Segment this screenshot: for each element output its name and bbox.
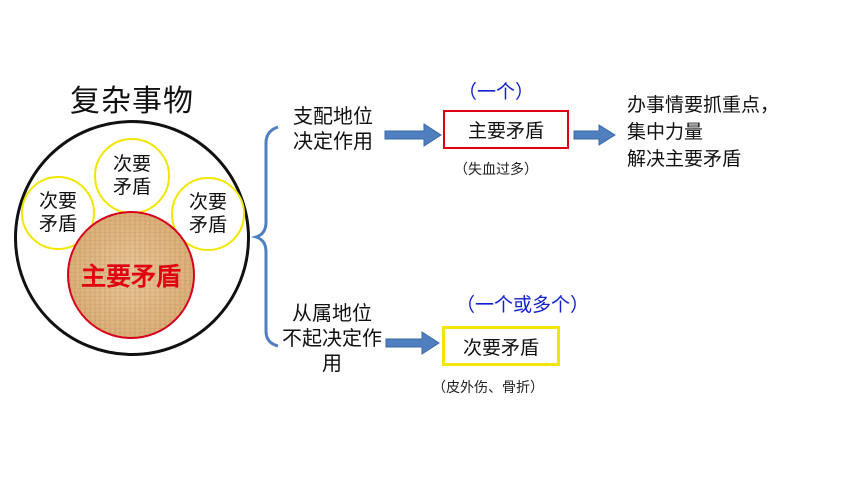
circle-text-line: 矛盾	[188, 214, 227, 236]
secondary-contradiction-box-label: 次要矛盾	[462, 336, 539, 359]
circle-text-line: 次要	[188, 191, 227, 213]
circle-text-line: 矛盾	[38, 213, 77, 235]
branch-label-line: 支配地位	[293, 104, 373, 128]
main-contradiction-circle: 主要矛盾	[67, 211, 195, 339]
right-arrow-icon	[384, 123, 442, 147]
brace-icon	[250, 125, 279, 348]
circle-text-line: 次要	[112, 153, 151, 175]
main-contradiction-label: 主要矛盾	[80, 262, 181, 291]
secondary-contradiction-example: （皮外伤、骨折）	[432, 380, 544, 396]
main-contradiction-box: 主要矛盾	[443, 110, 569, 149]
conclusion-line: 集中力量	[627, 121, 704, 143]
upper-branch-label: 支配地位 决定作用	[282, 104, 384, 154]
conclusion-line: 解决主要矛盾	[627, 148, 742, 170]
branch-label-line: 不起决定作	[282, 326, 382, 350]
main-contradiction-box-label: 主要矛盾	[467, 120, 544, 142]
circle-text-line: 次要	[38, 190, 77, 212]
secondary-contradiction-circle-top: 次要 矛盾	[94, 138, 170, 214]
main-count-note: （一个）	[458, 81, 535, 103]
right-arrow-icon	[573, 124, 616, 146]
right-arrow-icon	[385, 331, 440, 355]
lower-branch-label: 从属地位 不起决定作 用	[276, 301, 388, 376]
secondary-contradiction-box: 次要矛盾	[442, 326, 560, 366]
diagram-title: 复杂事物	[70, 84, 194, 119]
branch-label-line: 从属地位	[292, 301, 372, 325]
branch-label-line: 用	[322, 351, 342, 375]
main-contradiction-example: （失血过多）	[454, 162, 538, 178]
secondary-count-note: （一个或多个）	[456, 294, 590, 316]
branch-label-line: 决定作用	[293, 129, 373, 153]
method-conclusion: 办事情要抓重点， 集中力量 解决主要矛盾	[627, 92, 779, 173]
circle-text-line: 矛盾	[112, 176, 151, 198]
conclusion-line: 办事情要抓重点，	[627, 94, 780, 116]
complex-thing-circle	[14, 120, 250, 356]
